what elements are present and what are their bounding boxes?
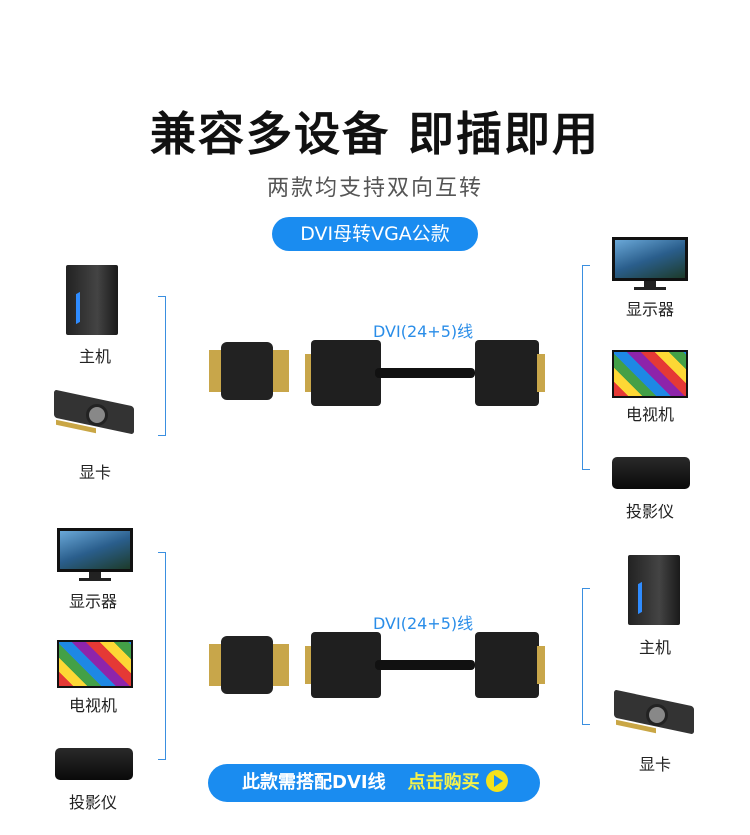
device-label: 主机 [638, 638, 671, 657]
tv-icon [57, 640, 133, 688]
page-title: 兼容多设备 即插即用 [149, 107, 600, 161]
pc-tower-icon [66, 265, 118, 335]
device-label: 显卡 [638, 755, 671, 774]
bracket [582, 588, 590, 725]
pc-tower-icon [628, 555, 680, 625]
projector-icon [55, 748, 133, 780]
dvi-vga-adapter-icon [205, 630, 291, 700]
monitor-icon [57, 528, 133, 582]
device-label: 投影仪 [625, 502, 674, 521]
device-label: 显示器 [68, 592, 117, 611]
device-label: 主机 [78, 347, 111, 366]
model-badge: DVI母转VGA公款 [272, 217, 478, 251]
device-label: 显卡 [78, 463, 111, 482]
device-label: 电视机 [625, 405, 674, 424]
device-label: 电视机 [68, 696, 117, 715]
subtitle: 两款均支持双向互转 [266, 176, 483, 201]
monitor-icon [612, 237, 688, 291]
bracket [582, 265, 590, 470]
dvi-cable-icon [305, 340, 545, 406]
cable-label: DVI(24+5)线 [373, 614, 474, 633]
bracket [158, 296, 166, 436]
cta-text: 此款需搭配DVI线 [242, 772, 386, 793]
buy-dvi-cable-button[interactable]: 此款需搭配DVI线点击购买 [208, 764, 540, 802]
bracket [158, 552, 166, 760]
play-icon[interactable] [485, 770, 508, 792]
graphics-card-icon [46, 389, 138, 440]
projector-icon [612, 457, 690, 489]
device-label: 投影仪 [68, 793, 117, 812]
dvi-vga-adapter-icon [205, 336, 291, 406]
device-label: 显示器 [625, 300, 674, 319]
cable-label: DVI(24+5)线 [373, 322, 474, 341]
dvi-cable-icon [305, 632, 545, 698]
graphics-card-icon [606, 689, 698, 740]
tv-icon [612, 350, 688, 398]
buy-link[interactable]: 点击购买 [407, 772, 480, 793]
